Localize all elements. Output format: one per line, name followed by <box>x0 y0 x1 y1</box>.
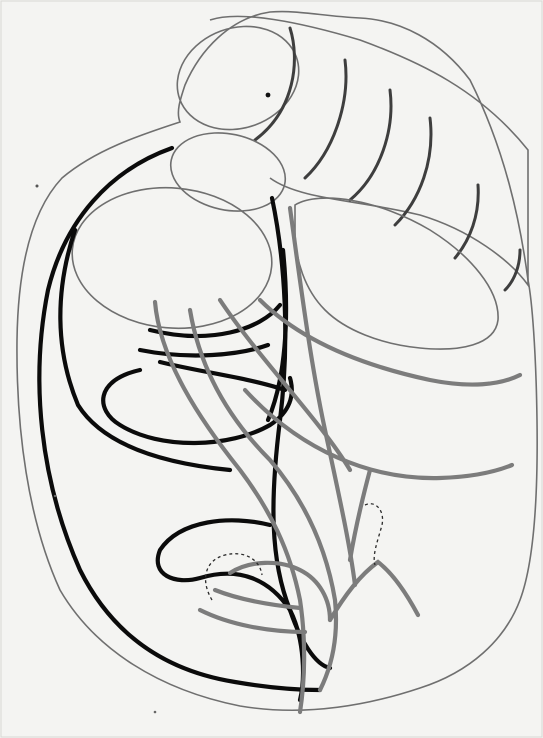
left-oval <box>66 180 277 337</box>
black-band-loop-mid <box>140 345 268 355</box>
upper-tube <box>210 16 528 285</box>
tube-ring-5 <box>455 185 478 258</box>
tube-ring-3 <box>350 90 391 200</box>
gray-band-forked-right <box>330 562 418 620</box>
tube-ring-2 <box>305 60 346 178</box>
gray-band-5 <box>245 390 512 478</box>
tube-ring-4 <box>395 118 431 225</box>
ink-speck <box>54 495 56 497</box>
ink-speck <box>154 711 157 714</box>
gray-band-right-stem <box>350 470 370 560</box>
tube-ring-6 <box>505 250 520 290</box>
black-band-loop-upper <box>150 305 280 336</box>
black-band-lower-curl <box>158 520 303 700</box>
right-shield <box>295 198 498 349</box>
dotted-contour-right <box>365 504 383 565</box>
gray-band-6 <box>290 208 355 585</box>
ink-speck <box>36 185 39 188</box>
ink-speck <box>266 93 271 98</box>
